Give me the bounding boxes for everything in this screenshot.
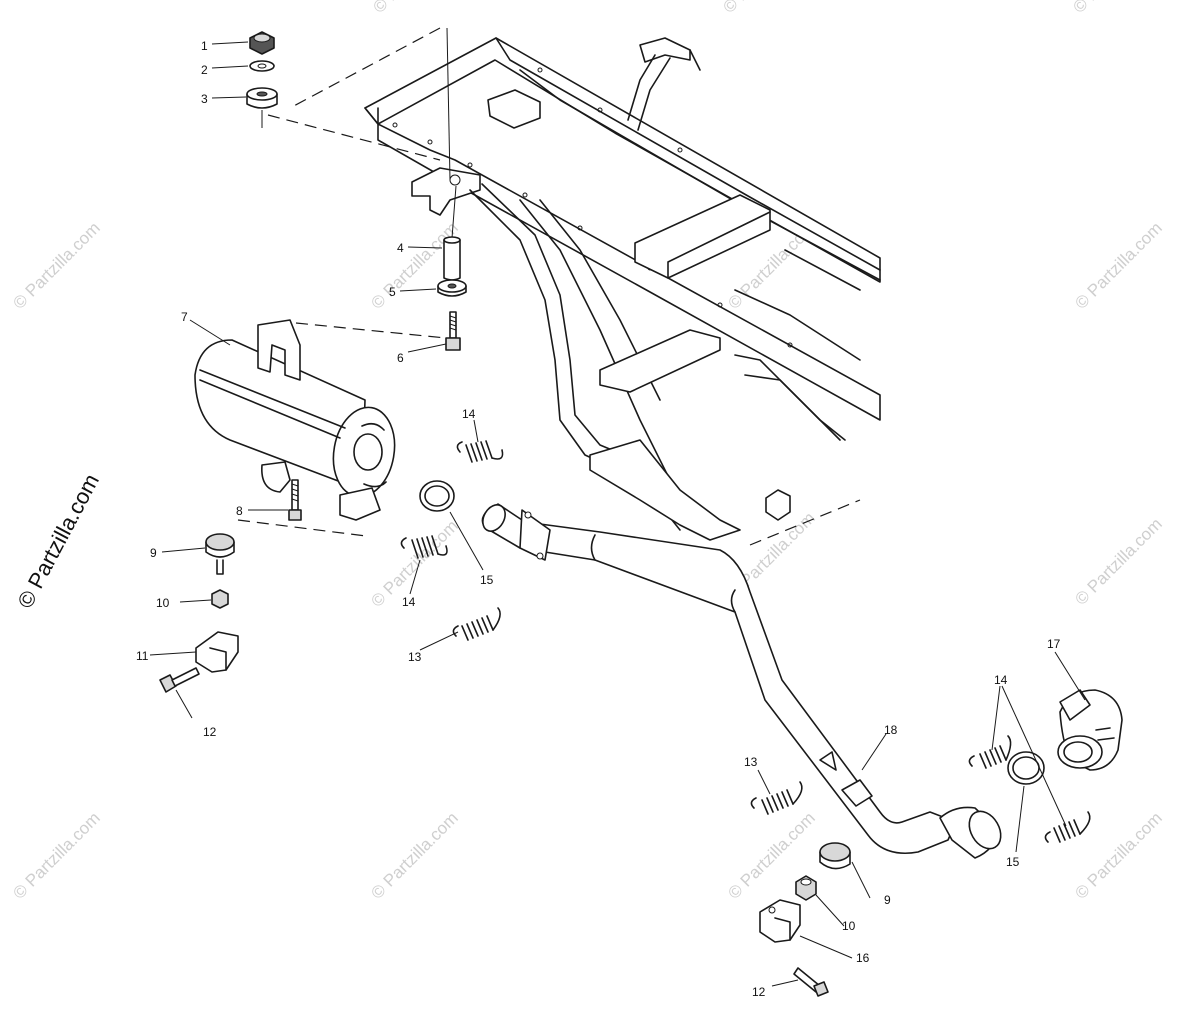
callout-8: 8 bbox=[236, 504, 243, 518]
watermark: © Partzilla.com bbox=[1071, 514, 1165, 608]
watermark: © Partzilla.com bbox=[1071, 808, 1165, 902]
gasket-part-15 bbox=[1007, 751, 1045, 785]
watermark: © Partzilla.com bbox=[9, 808, 103, 902]
watermark: © Partzilla.com bbox=[367, 808, 461, 902]
spacer-part-4 bbox=[443, 236, 461, 281]
spring-part-14 bbox=[1044, 811, 1091, 843]
callout-17: 17 bbox=[1047, 637, 1061, 651]
springs bbox=[400, 440, 1091, 843]
washer-part-2 bbox=[249, 60, 275, 72]
spring-part-13 bbox=[750, 781, 803, 815]
callout-14: 14 bbox=[402, 595, 416, 609]
callout-labels: 1 2 3 4 5 6 7 8 9 10 11 12 13 14 15 14 1… bbox=[136, 39, 1061, 999]
copyright-text: © Partzilla.com bbox=[12, 470, 104, 613]
callout-12: 12 bbox=[203, 725, 217, 739]
bracket-part-16 bbox=[759, 899, 801, 943]
callout-6: 6 bbox=[397, 351, 404, 365]
muffler-part-7 bbox=[194, 319, 396, 521]
callout-16: 16 bbox=[856, 951, 870, 965]
callout-2: 2 bbox=[201, 63, 208, 77]
watermarks: © Partzilla.com © Partzilla.com © Partzi… bbox=[9, 0, 1165, 903]
head-pipe-part-18 bbox=[481, 503, 1002, 859]
grommet-part-3 bbox=[246, 87, 278, 128]
callout-12: 12 bbox=[752, 985, 766, 999]
callout-15: 15 bbox=[480, 573, 494, 587]
elbow-part-17 bbox=[1057, 689, 1123, 771]
callout-leaders bbox=[149, 41, 1086, 987]
callout-18: 18 bbox=[884, 723, 898, 737]
callout-1: 1 bbox=[201, 39, 208, 53]
callout-14: 14 bbox=[462, 407, 476, 421]
spring-part-14 bbox=[968, 735, 1012, 769]
bracket-part-11 bbox=[195, 631, 239, 673]
callout-5: 5 bbox=[389, 285, 396, 299]
nut-part-1 bbox=[249, 31, 275, 55]
callout-13: 13 bbox=[744, 755, 758, 769]
watermark: © Partzilla.com bbox=[719, 0, 813, 17]
callout-11: 11 bbox=[136, 649, 149, 663]
callout-13: 13 bbox=[408, 650, 422, 664]
watermark: © Partzilla.com bbox=[1071, 218, 1165, 312]
grommet-part-5 bbox=[437, 279, 467, 297]
hardware-stack bbox=[246, 31, 467, 351]
callout-9: 9 bbox=[150, 546, 157, 560]
callout-15: 15 bbox=[1006, 855, 1020, 869]
spring-part-14 bbox=[456, 440, 504, 463]
callout-10: 10 bbox=[842, 919, 856, 933]
callout-10: 10 bbox=[156, 596, 170, 610]
callout-3: 3 bbox=[201, 92, 208, 106]
nut-part-10 bbox=[795, 875, 817, 901]
spring-part-13 bbox=[452, 607, 501, 641]
callout-7: 7 bbox=[181, 310, 188, 324]
grommet-part-9 bbox=[205, 533, 235, 575]
leader-dashes bbox=[237, 27, 457, 537]
vehicle-frame bbox=[364, 37, 881, 546]
bolt-part-6 bbox=[445, 311, 461, 351]
watermark: © Partzilla.com bbox=[1069, 0, 1163, 17]
callout-9: 9 bbox=[884, 893, 891, 907]
spring-part-14 bbox=[400, 535, 448, 559]
bolt-part-12 bbox=[793, 967, 829, 997]
watermark: © Partzilla.com bbox=[9, 218, 103, 312]
bolt-part-8 bbox=[288, 479, 302, 521]
watermark: © Partzilla.com bbox=[369, 0, 463, 17]
nut-part-10 bbox=[211, 589, 229, 609]
grommet-part-9 bbox=[819, 842, 851, 870]
callout-14: 14 bbox=[994, 673, 1008, 687]
bolt-part-12 bbox=[159, 667, 200, 693]
gasket-part-15 bbox=[419, 480, 455, 512]
callout-4: 4 bbox=[397, 241, 404, 255]
